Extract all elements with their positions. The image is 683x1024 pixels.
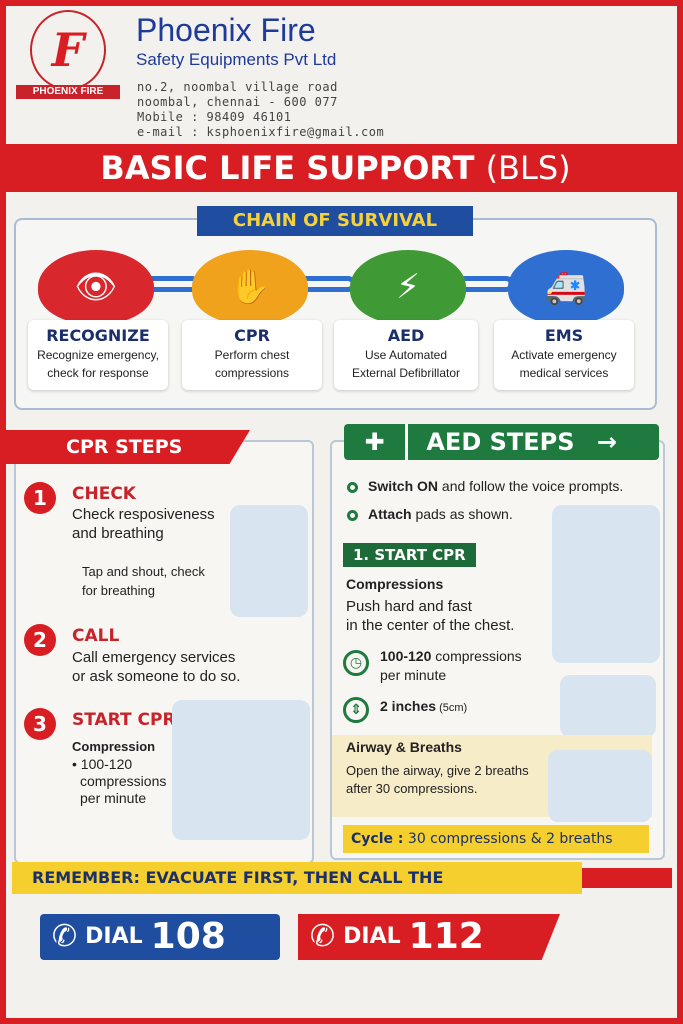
brand-subtitle: Safety Equipments Pvt Ltd [136,50,337,69]
cycle-banner: Cycle : 30 compressions & 2 breaths [343,825,649,853]
airway-title: Airway & Breaths [346,739,462,755]
step-number: 1 [24,482,56,514]
ambulance-icon: 🚑 [508,250,624,324]
logo-tag: PHOENIX FIRE [16,85,120,99]
step-number: 2 [24,624,56,656]
aed-bullet: Switch ON and follow the voice prompts. [368,478,624,494]
step-title: CHECK [72,484,136,504]
phone-icon: ✆ [52,919,78,954]
contact-details: no.2, noombal village road noombal, chen… [137,80,384,140]
aed-steps-heading: ✚ AED STEPS → [344,424,659,460]
page-title: BASIC LIFE SUPPORT (BLS) [0,144,677,192]
chain-heading: CHAIN OF SURVIVAL [197,206,473,236]
depth-arrow-icon: ⇕ [343,697,369,723]
remember-banner: REMEMBER: EVACUATE FIRST, THEN CALL THE [12,862,582,894]
clock-icon: ◷ [343,650,369,676]
phone-icon: ✆ [310,919,336,954]
rescue-breath-illustration [548,750,652,822]
step-title: START CPR [72,710,176,730]
arrow-right-icon: → [596,428,617,456]
address-line: no.2, noombal village road [137,80,338,94]
check-responsiveness-illustration [230,505,308,617]
step-number: 3 [24,708,56,740]
brand-name: Phoenix Fire [136,12,316,48]
bullet-icon [347,510,358,521]
aed-bullet: Attach pads as shown. [368,506,513,522]
phoenix-fire-logo: F [30,10,106,90]
medical-cross-icon: ✚ [344,424,408,460]
aed-device-illustration [560,675,656,737]
bullet-icon [347,482,358,493]
depth-text: 2 inches (5cm) [380,698,468,714]
defibrillator-heart-icon: ⚡ [350,250,466,324]
aed-pads-illustration [552,505,660,663]
mobile: Mobile : 98409 46101 [137,110,292,124]
cpr-compression-illustration [172,700,310,840]
hands-icon: ✋ [192,250,308,324]
address-line: noombal, chennai - 600 077 [137,95,338,109]
start-cpr-tag: 1. START CPR [343,543,476,567]
banner-accent [582,868,672,888]
email: e-mail : ksphoenixfire@gmail.com [137,125,385,139]
cpr-steps-heading: CPR STEPS [0,430,250,464]
compressions-title: Compressions [346,576,444,592]
eye-icon: 👁 [38,250,154,324]
step-subtitle: Compression [72,739,156,754]
step-title: CALL [72,626,120,646]
